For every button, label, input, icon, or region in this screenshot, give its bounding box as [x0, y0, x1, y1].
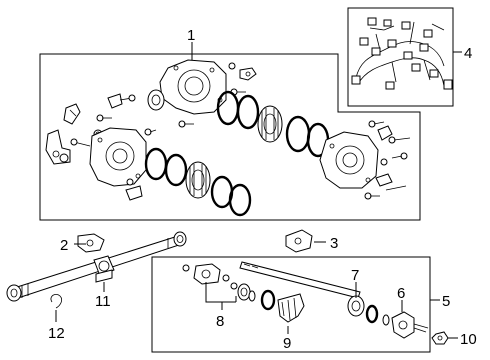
wire-harness: [351, 17, 453, 90]
clip-12: [50, 294, 63, 309]
bearing-upper: [257, 105, 283, 143]
bearing-lower: [185, 161, 211, 199]
nut-10: [431, 331, 449, 345]
callout-6: 6: [397, 285, 405, 302]
inner-joint-parts: [182, 263, 251, 301]
callout-2: 2: [60, 237, 68, 254]
mount-bracket-3: [285, 229, 313, 253]
callout-10: 10: [460, 331, 477, 348]
clamp-rings: [248, 289, 276, 311]
callout-1: 1: [187, 27, 195, 44]
rings-right-shaft: [365, 304, 390, 326]
breather-bracket: [63, 103, 81, 125]
shim-rings-upper: [216, 90, 330, 158]
half-shaft-box: [151, 256, 431, 353]
callout-7: 7: [351, 267, 359, 284]
bolts-right: [364, 120, 411, 200]
boot-9: [277, 293, 305, 323]
center-bearing-support: [93, 255, 115, 283]
callout-3: 3: [330, 235, 338, 252]
bearing-7: [347, 295, 365, 317]
sensor-bracket: [107, 93, 136, 109]
outer-joint-6: [391, 311, 429, 339]
callout-5: 5: [442, 293, 450, 310]
differential-assembly-box: [39, 53, 421, 221]
side-cover-right: [319, 131, 379, 189]
small-bolts-mid: [126, 128, 157, 186]
mount-bracket-2: [77, 233, 105, 253]
shim-rings-lower: [144, 147, 252, 217]
side-cover-left: [89, 127, 147, 187]
callout-4: 4: [464, 45, 472, 62]
half-shaft: [239, 261, 361, 299]
callout-12: 12: [48, 325, 65, 342]
bolt-group-top: [178, 62, 257, 128]
bracket-small: [125, 185, 143, 201]
callout-8: 8: [216, 313, 224, 330]
leader-lines: [55, 42, 462, 339]
differential-carrier: [147, 59, 227, 115]
wire-harness-box: [347, 7, 454, 107]
callout-9: 9: [283, 335, 291, 352]
callout-11: 11: [95, 293, 111, 310]
plug-left: [59, 153, 69, 163]
